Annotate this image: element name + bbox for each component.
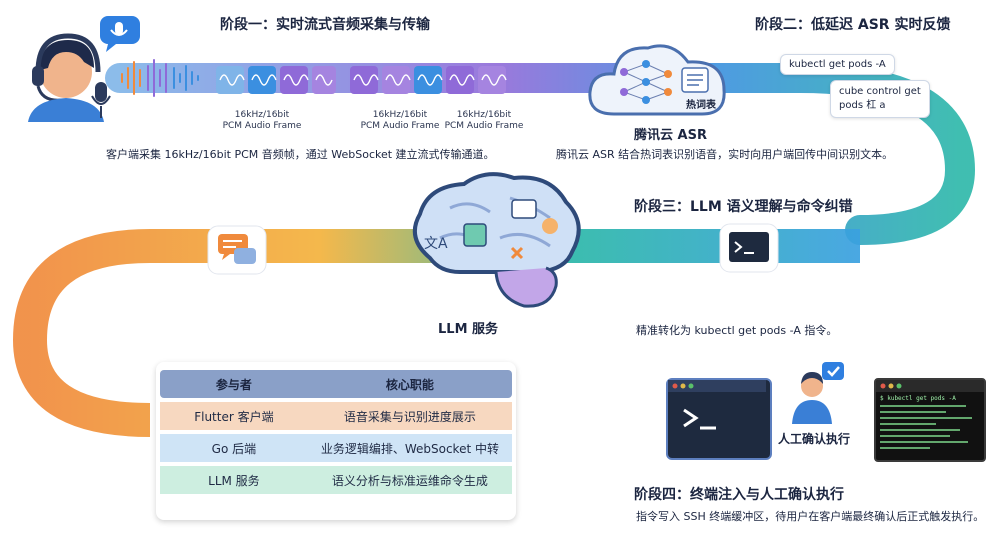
table-cell: 语义分析与标准运维命令生成 [307,466,512,494]
headset-user-icon [28,33,104,122]
hotword-table-label: 热词表 [686,100,716,111]
table-cell: LLM 服务 [160,466,308,494]
terminal-command-line: $ kubectl get pods -A [880,395,956,402]
operator-person-icon [792,362,844,424]
microphone-icon [91,82,111,118]
table-header-participant: 参与者 [160,370,308,398]
table-cell: 语音采集与识别进度展示 [307,402,512,430]
table-cell: Flutter 客户端 [160,402,308,430]
stage4-desc: 指令写入 SSH 终端缓冲区，待用户在客户端最终确认后正式触发执行。 [636,510,985,523]
asr-result-bubble-1: kubectl get pods -A [780,54,895,75]
stage1-desc: 客户端采集 16kHz/16bit PCM 音频帧，通过 WebSocket 建… [106,148,495,161]
ssh-terminal-window [666,378,772,460]
stage3-desc: 精准转化为 kubectl get pods -A 指令。 [636,324,838,337]
manual-confirm-label: 人工确认执行 [778,432,851,446]
stage4-title: 阶段四：终端注入与人工确认执行 [634,487,844,503]
voice-bubble-icon [100,16,140,52]
stage1-title: 阶段一：实时流式音频采集与传输 [220,17,430,33]
kubectl-flow-label: kubectl [524,414,571,427]
llm-brain-icon: 文A [412,172,581,308]
asr-cloud-icon [588,44,726,116]
audio-frames-group-1 [216,66,336,94]
svg-text:文A: 文A [424,236,448,252]
chat-bubbles-icon [207,225,267,275]
roles-table-card: 参与者 核心职能 Flutter 客户端 语音采集与识别进度展示 Go 后端 业… [156,362,516,520]
execution-terminal-window: $ kubectl get pods -A [874,378,986,462]
stage3-title: 阶段三：LLM 语义理解与命令纠错 [634,199,853,215]
table-cell: Go 后端 [160,434,308,462]
table-row: LLM 服务 语义分析与标准运维命令生成 [160,466,512,494]
table-row: Go 后端 业务逻辑编排、WebSocket 中转 [160,434,512,462]
table-header-duty: 核心职能 [307,370,512,398]
roles-table: 参与者 核心职能 Flutter 客户端 语音采集与识别进度展示 Go 后端 业… [160,366,512,498]
stage2-desc: 腾讯云 ASR 结合热词表识别语音，实时向用户端回传中间识别文本。 [556,148,894,161]
terminal-card-icon [719,223,779,273]
audio-frames-group-2 [350,66,507,94]
sound-wave-icon [121,59,199,97]
table-cell: 业务逻辑编排、WebSocket 中转 [307,434,512,462]
asr-service-name: 腾讯云 ASR [634,128,707,143]
kubectl-terminal-icon [566,404,608,438]
stage2-title: 阶段二：低延迟 ASR 实时反馈 [755,17,951,33]
table-row: Flutter 客户端 语音采集与识别进度展示 [160,402,512,430]
llm-service-label: LLM 服务 [438,322,499,337]
